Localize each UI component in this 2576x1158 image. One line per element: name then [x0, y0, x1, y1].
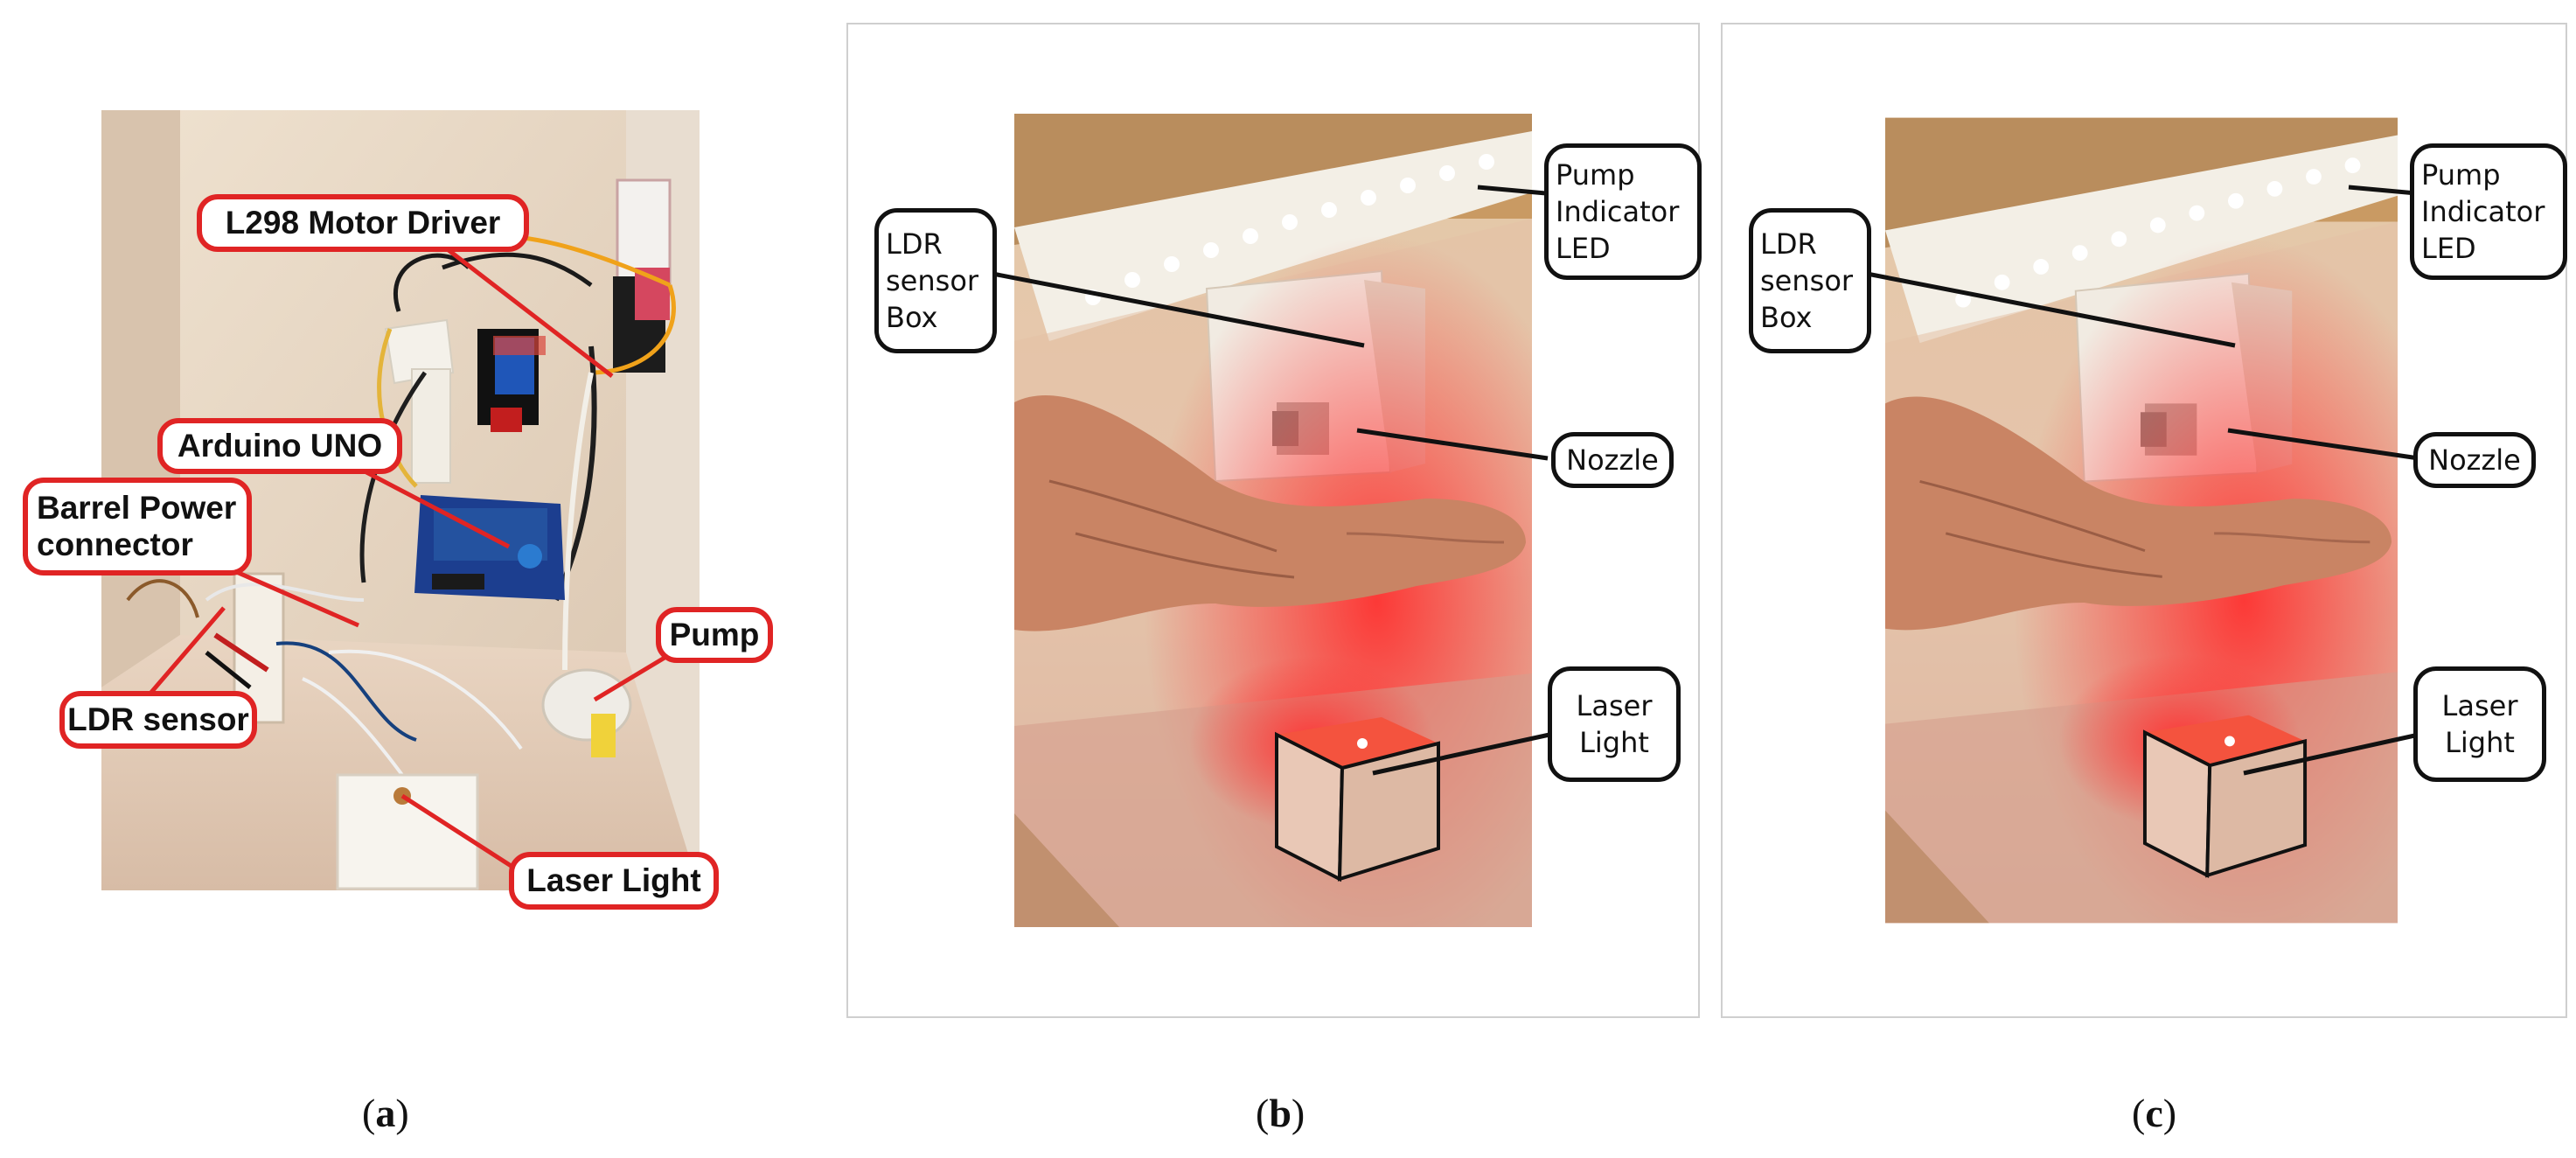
leader-laser-c: [2243, 732, 2419, 776]
leader-barrel: [217, 562, 360, 628]
label-pump: Pump: [656, 607, 773, 663]
leader-motor-driver: [435, 240, 614, 378]
label-ldr-sensor-box-c: LDR sensor Box: [1749, 208, 1871, 353]
leader-nozzle-b: [1356, 428, 1549, 461]
caption-a: (a): [362, 1091, 409, 1135]
label-nozzle-b: Nozzle: [1551, 432, 1674, 488]
leader-laser-a: [400, 793, 526, 877]
photo-c-scene: [1885, 117, 2398, 924]
leader-ldr-box-c: [1862, 270, 2236, 348]
label-laser-light-a: Laser Light: [509, 852, 719, 910]
label-laser-light-c: Laser Light: [2413, 666, 2546, 782]
label-arduino-uno: Arduino UNO: [157, 418, 402, 474]
photo-b: [1014, 114, 1532, 927]
caption-c: (c): [2132, 1091, 2177, 1135]
leader-laser-b: [1372, 732, 1550, 776]
leader-arduino: [348, 461, 511, 549]
photo-b-scene: [1014, 114, 1532, 927]
label-barrel-power-connector: Barrel Power connector: [23, 478, 252, 576]
caption-b: (b): [1256, 1091, 1305, 1135]
label-nozzle-c: Nozzle: [2413, 432, 2536, 488]
leader-ldr-box-b: [987, 270, 1365, 348]
leader-pump: [593, 655, 666, 702]
label-ldr-sensor: LDR sensor: [59, 691, 257, 749]
label-laser-light-b: Laser Light: [1548, 666, 1681, 782]
label-pump-indicator-led-b: Pump Indicator LED: [1544, 143, 1702, 280]
label-ldr-sensor-box-b: LDR sensor Box: [874, 208, 997, 353]
leader-nozzle-c: [2227, 428, 2419, 461]
label-l298-motor-driver: L298 Motor Driver: [197, 194, 529, 252]
leader-ldr: [147, 606, 226, 697]
label-pump-indicator-led-c: Pump Indicator LED: [2410, 143, 2567, 280]
photo-c: [1885, 114, 2398, 927]
